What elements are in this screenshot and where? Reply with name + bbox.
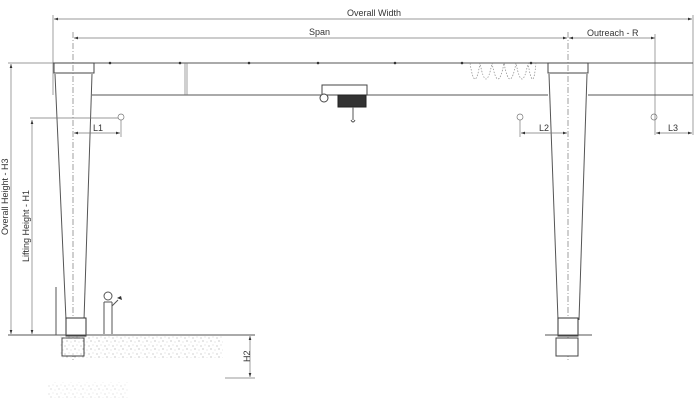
hook-limit-dimensions (30, 113, 692, 137)
l1-label: L1 (93, 123, 103, 133)
height-dimensions (8, 62, 255, 379)
overall-height-label: Overall Height - H3 (0, 158, 10, 235)
span-dimension (74, 34, 656, 135)
girder-beam (53, 61, 693, 96)
overall-width-dimension (52, 15, 694, 135)
right-leg (547, 32, 589, 360)
outreach-label: Outreach - R (587, 28, 639, 38)
hoist-trolley (319, 84, 368, 123)
l3-label: L3 (668, 123, 678, 133)
overall-width-label: Overall Width (347, 8, 401, 18)
operator-figure (103, 291, 122, 334)
lifting-height-label: Lifting Height - H1 (21, 190, 31, 262)
left-leg (53, 32, 95, 360)
ground (8, 334, 592, 398)
h2-label: H2 (242, 350, 252, 362)
festoon-cable (469, 62, 537, 80)
span-label: Span (309, 27, 330, 37)
l2-label: L2 (539, 123, 549, 133)
